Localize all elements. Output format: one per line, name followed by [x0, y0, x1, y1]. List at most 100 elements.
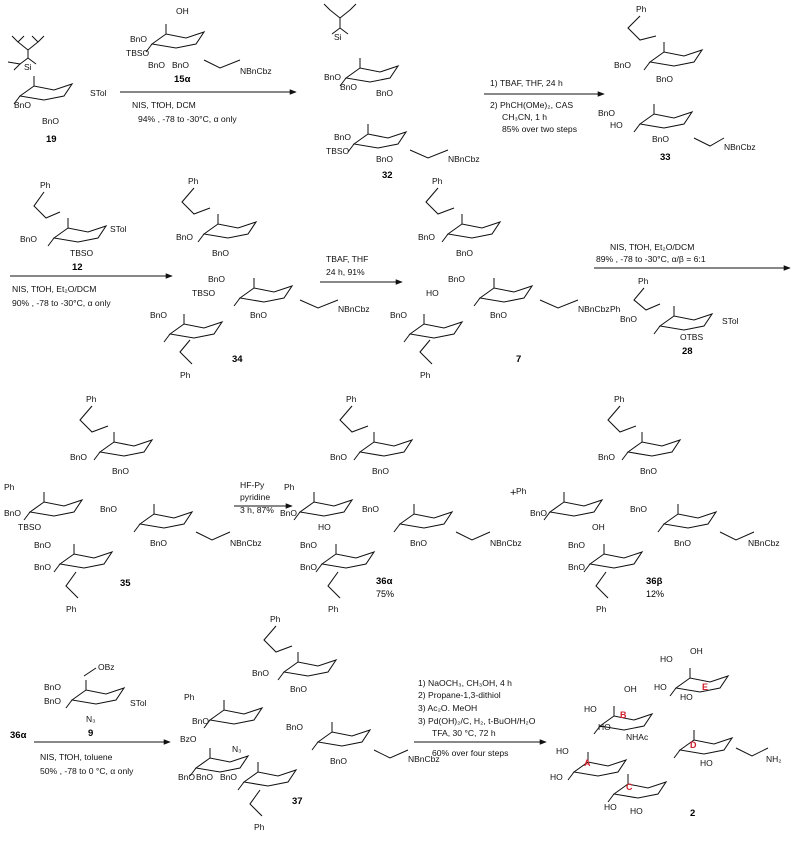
svg-text:2) Propane-1,3-dithiol: 2) Propane-1,3-dithiol [418, 690, 501, 700]
svg-text:BnO: BnO [530, 508, 547, 518]
svg-text:NBnCbz: NBnCbz [724, 142, 756, 152]
svg-text:BnO: BnO [300, 540, 317, 550]
svg-text:BnO: BnO [192, 716, 209, 726]
compound-number-7: 7 [516, 354, 521, 365]
svg-text:3) Ac₂O. MeOH: 3) Ac₂O. MeOH [418, 703, 477, 713]
ring-label-a: A [584, 758, 591, 768]
svg-text:BnO: BnO [568, 562, 585, 572]
svg-text:TBSO: TBSO [126, 48, 150, 58]
svg-text:Ph: Ph [188, 176, 199, 186]
svg-text:BnO: BnO [334, 132, 351, 142]
svg-text:N₃: N₃ [232, 744, 242, 754]
pyranose-ring-bottom [347, 123, 407, 153]
svg-text:Ph: Ph [180, 370, 191, 380]
svg-text:BnO: BnO [456, 248, 473, 258]
svg-text:BnO: BnO [130, 34, 147, 44]
compound-19: Si BnO BnO STol 19 [7, 35, 107, 145]
svg-text:BnO: BnO [372, 466, 389, 476]
ring-label-b: B [620, 710, 627, 720]
svg-text:BnO: BnO [70, 452, 87, 462]
svg-text:OH: OH [624, 684, 637, 694]
reagent-ring [145, 23, 205, 53]
pyranose-ring-mid [657, 503, 717, 533]
svg-text:Ph: Ph [610, 304, 621, 314]
svg-text:NBnCbz: NBnCbz [578, 304, 610, 314]
yield-36b: 12% [646, 589, 664, 599]
svg-text:Ph: Ph [420, 370, 431, 380]
svg-text:HO: HO [610, 120, 623, 130]
svg-text:OTBS: OTBS [680, 332, 703, 342]
svg-text:BnO: BnO [20, 234, 37, 244]
reaction-step-8: 1) NaOCH₃, CH₃OH, 4 h 2) Propane-1,3-dit… [414, 678, 547, 758]
svg-text:Ph: Ph [346, 394, 357, 404]
svg-text:HO: HO [426, 288, 439, 298]
reaction-step-2: 1) TBAF, THF, 24 h 2) PhCH(OMe)₂, CAS CH… [484, 78, 605, 134]
svg-text:Ph: Ph [328, 604, 339, 614]
reaction-step-6: HF-Py pyridine 3 h, 87% [234, 480, 293, 515]
compound-36-beta: Ph BnO BnO Ph BnO OH BnO BnO NBnCbz BnO … [516, 394, 780, 614]
svg-text:BnO: BnO [290, 684, 307, 694]
yield-36a: 75% [376, 589, 394, 599]
svg-text:BnO: BnO [300, 562, 317, 572]
compound-number-19: 19 [46, 134, 57, 145]
pyranose-ring-lower [315, 543, 375, 573]
pyranose-ring-mid [393, 503, 453, 533]
svg-text:BnO: BnO [652, 134, 669, 144]
svg-text:BnO: BnO [490, 310, 507, 320]
svg-text:50% , -78 to 0 °C, α only: 50% , -78 to 0 °C, α only [40, 766, 134, 776]
pyranose-ring-top [643, 41, 703, 71]
svg-text:BnO: BnO [178, 772, 195, 782]
compound-36-alpha: Ph BnO BnO Ph BnO HO BnO BnO NBnCbz BnO … [280, 394, 522, 614]
svg-text:pyridine: pyridine [240, 492, 270, 502]
oh-label: OH [176, 6, 189, 16]
reaction-step-4: TBAF, THF 24 h, 91% [320, 254, 403, 285]
pyranose-ring-mid [311, 721, 371, 751]
pyranose-ring-mid [133, 503, 193, 533]
svg-text:BnO: BnO [410, 538, 427, 548]
compound-34: Ph BnO BnO BnO TBSO BnO NBnCbz BnO Ph 34 [150, 176, 370, 380]
compound-7: Ph BnO BnO BnO HO BnO NBnCbz BnO Ph 7 [390, 176, 610, 380]
svg-text:Ph: Ph [596, 604, 607, 614]
pyranose-ring-lower [163, 313, 223, 343]
svg-text:NBnCbz: NBnCbz [338, 304, 370, 314]
pyranose-ring-mid [473, 277, 533, 307]
svg-text:NIS, TfOH, Et₂O/DCM: NIS, TfOH, Et₂O/DCM [12, 284, 96, 294]
stol-label: STol [90, 88, 107, 98]
compound-2: HO OH HO HO E OH HO B HO NHAc HO A HO D … [550, 646, 782, 819]
pyranose-ring-top [441, 213, 501, 243]
pyranose-ring-mid [233, 277, 293, 307]
ring-label-e: E [702, 682, 708, 692]
pyranose-ring-lower [583, 543, 643, 573]
svg-text:NBnCbz: NBnCbz [490, 538, 522, 548]
svg-text:HO: HO [318, 522, 331, 532]
svg-text:BnO: BnO [340, 82, 357, 92]
reagent-ring [47, 217, 107, 247]
svg-text:1) NaOCH₃, CH₃OH, 4 h: 1) NaOCH₃, CH₃OH, 4 h [418, 678, 512, 688]
svg-text:3) Pd(OH)₂/C, H₂, t-BuOH/H₂O: 3) Pd(OH)₂/C, H₂, t-BuOH/H₂O [418, 716, 536, 726]
reagent-ring [65, 679, 125, 709]
compound-35: Ph BnO BnO Ph BnO TBSO BnO BnO NBnCbz Bn… [4, 394, 262, 614]
svg-text:TBSO: TBSO [326, 146, 350, 156]
svg-text:NHAc: NHAc [626, 732, 649, 742]
svg-text:Ph: Ph [636, 4, 647, 14]
svg-text:BnO: BnO [212, 248, 229, 258]
pyranose-ring-top [353, 431, 413, 461]
reagent-ring [653, 305, 713, 335]
compound-32: Si BnO BnO BnO BnO TBSO BnO NBnCbz 32 [323, 3, 480, 181]
svg-text:BnO: BnO [4, 508, 21, 518]
svg-text:HO: HO [556, 746, 569, 756]
svg-text:STol: STol [130, 698, 147, 708]
pyranose-ring-top [93, 431, 153, 461]
svg-text:NIS, TfOH, toluene: NIS, TfOH, toluene [40, 752, 113, 762]
reagent-number-15a: 15α [174, 74, 191, 85]
pyranose-ring-top [277, 651, 337, 681]
compound-number-34: 34 [232, 354, 243, 365]
compound-33: Ph BnO BnO BnO HO BnO NBnCbz 33 [598, 4, 756, 163]
compound-number-37: 37 [292, 796, 303, 807]
svg-text:HO: HO [550, 772, 563, 782]
pyranose-ring-bottom [633, 103, 693, 133]
svg-text:90% , -78 to -30°C, α only: 90% , -78 to -30°C, α only [12, 298, 111, 308]
svg-text:BnO: BnO [172, 60, 189, 70]
svg-text:NIS, TfOH, Et₂O/DCM: NIS, TfOH, Et₂O/DCM [610, 242, 694, 252]
